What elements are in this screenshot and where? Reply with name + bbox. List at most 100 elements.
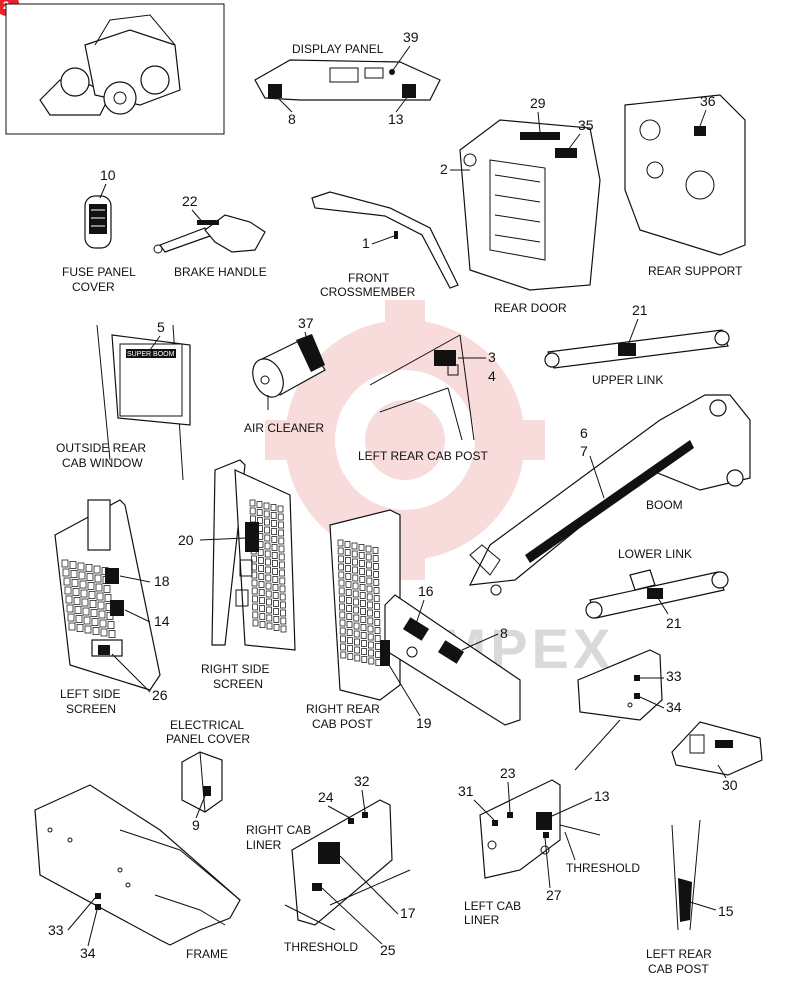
right-cab-liner xyxy=(284,799,411,931)
screen-grid-cell xyxy=(338,579,345,587)
screen-grid-cell xyxy=(77,562,85,571)
screen-grid-cell xyxy=(252,603,259,611)
callout-23: 23 xyxy=(500,765,516,781)
screen-grid-cell xyxy=(351,558,358,566)
screen-grid-cell xyxy=(249,507,256,515)
screen-grid-cell xyxy=(366,593,373,601)
screen-grid-cell xyxy=(266,606,273,614)
screen-grid-cell xyxy=(79,580,87,589)
callout-27: 27 xyxy=(546,887,562,903)
air-cleaner xyxy=(252,334,326,410)
callout-26: 26 xyxy=(152,687,168,703)
screen-grid-cell xyxy=(278,553,285,561)
brake-handle xyxy=(153,214,266,254)
screen-grid-cell xyxy=(263,518,270,526)
screen-grid-cell xyxy=(278,545,285,553)
screen-grid-cell xyxy=(366,601,373,609)
screen-grid-cell xyxy=(338,571,345,579)
screen-grid-cell xyxy=(103,585,111,593)
screen-grid-cell xyxy=(346,637,353,644)
screen-grid-cell xyxy=(258,581,265,588)
label-right-rear-cab-post-1: RIGHT REAR xyxy=(306,702,380,716)
screen-grid-cell xyxy=(258,573,265,580)
screen-grid-cell xyxy=(251,571,258,579)
callout-2: 2 xyxy=(440,161,448,177)
boom xyxy=(468,394,751,596)
screen-grid-cell xyxy=(61,559,69,568)
screen-grid-cell xyxy=(277,505,284,513)
screen-grid-cell xyxy=(373,595,380,602)
screen-grid-cell xyxy=(358,560,365,567)
label-left-cab-liner-2: LINER xyxy=(464,913,500,927)
screen-grid-cell xyxy=(71,579,79,587)
screen-grid-cell xyxy=(373,587,380,594)
screen-grid-cell xyxy=(272,600,279,607)
screen-grid-cell xyxy=(74,606,82,614)
screen-grid-cell xyxy=(280,625,287,633)
screen-grid-cell xyxy=(258,589,265,596)
screen-grid-cell xyxy=(257,557,264,564)
screen-grid-cell xyxy=(344,549,351,556)
screen-grid-cell xyxy=(354,646,361,654)
screen-grid-cell xyxy=(338,563,345,571)
screen-grid-cell xyxy=(367,633,374,641)
fuse-panel-cover xyxy=(84,195,112,249)
screen-grid-cell xyxy=(264,542,271,550)
label-fuse-panel-cover-1: FUSE PANEL xyxy=(62,265,136,279)
label-right-side-screen-2: SCREEN xyxy=(213,677,263,691)
screen-grid-cell xyxy=(256,509,263,516)
callout-1: 1 xyxy=(362,235,370,251)
screen-grid-cell xyxy=(359,576,366,583)
screen-grid-cell xyxy=(272,584,279,591)
callout-8-rear-post: 8 xyxy=(500,625,508,641)
screen-grid-cell xyxy=(337,555,344,563)
screen-grid-cell xyxy=(271,536,278,543)
screen-grid-cell xyxy=(83,616,91,625)
callout-33-cab: 33 xyxy=(666,668,682,684)
screen-grid-cell xyxy=(272,568,279,575)
screen-grid-cell xyxy=(85,564,93,572)
screen-grid-cell xyxy=(266,622,273,630)
screen-grid-cell xyxy=(352,598,359,606)
screen-grid-cell xyxy=(273,616,280,623)
screen-grid-cell xyxy=(73,597,81,605)
screen-grid-cell xyxy=(279,577,286,585)
screen-grid-cell xyxy=(258,597,265,604)
screen-grid-cell xyxy=(280,617,287,625)
screen-grid-cell xyxy=(278,529,285,537)
screen-grid-cell xyxy=(367,609,374,617)
screen-grid-cell xyxy=(107,621,115,629)
screen-grid-cell xyxy=(366,585,373,593)
screen-grid-cell xyxy=(338,587,345,595)
screen-grid-cell xyxy=(354,654,361,662)
upper-link xyxy=(544,329,730,369)
callout-19: 19 xyxy=(416,715,432,731)
label-display-panel: DISPLAY PANEL xyxy=(292,42,384,56)
screen-grid-cell xyxy=(366,569,373,577)
screen-grid-cell xyxy=(345,573,352,580)
label-right-cab-liner-2: LINER xyxy=(246,838,282,852)
callout-34-cab: 34 xyxy=(666,699,682,715)
screen-grid-cell xyxy=(64,586,72,595)
screen-grid-cell xyxy=(69,561,77,569)
callout-21-upper: 21 xyxy=(632,302,648,318)
display-panel xyxy=(254,59,441,101)
brand-plate-text: SUPER BOOM xyxy=(127,351,175,358)
screen-grid-cell xyxy=(263,502,270,510)
screen-grid-cell xyxy=(97,601,105,610)
decal-30-bracket xyxy=(671,721,763,776)
screen-grid-cell xyxy=(265,574,272,582)
screen-grid-cell xyxy=(338,595,345,603)
screen-grid-cell xyxy=(278,537,285,545)
screen-grid-cell xyxy=(374,611,381,618)
screen-grid-cell xyxy=(258,565,265,572)
screen-grid-cell xyxy=(361,656,368,663)
screen-grid-cell xyxy=(367,641,374,649)
screen-grid-cell xyxy=(339,627,346,635)
screen-grid-cell xyxy=(345,597,352,604)
label-left-rear-cab-post-top: LEFT REAR CAB POST xyxy=(358,449,488,463)
screen-grid-cell xyxy=(264,526,271,534)
rear-support xyxy=(624,94,746,256)
screen-grid-cell xyxy=(72,588,80,596)
electrical-panel-cover xyxy=(181,751,223,813)
